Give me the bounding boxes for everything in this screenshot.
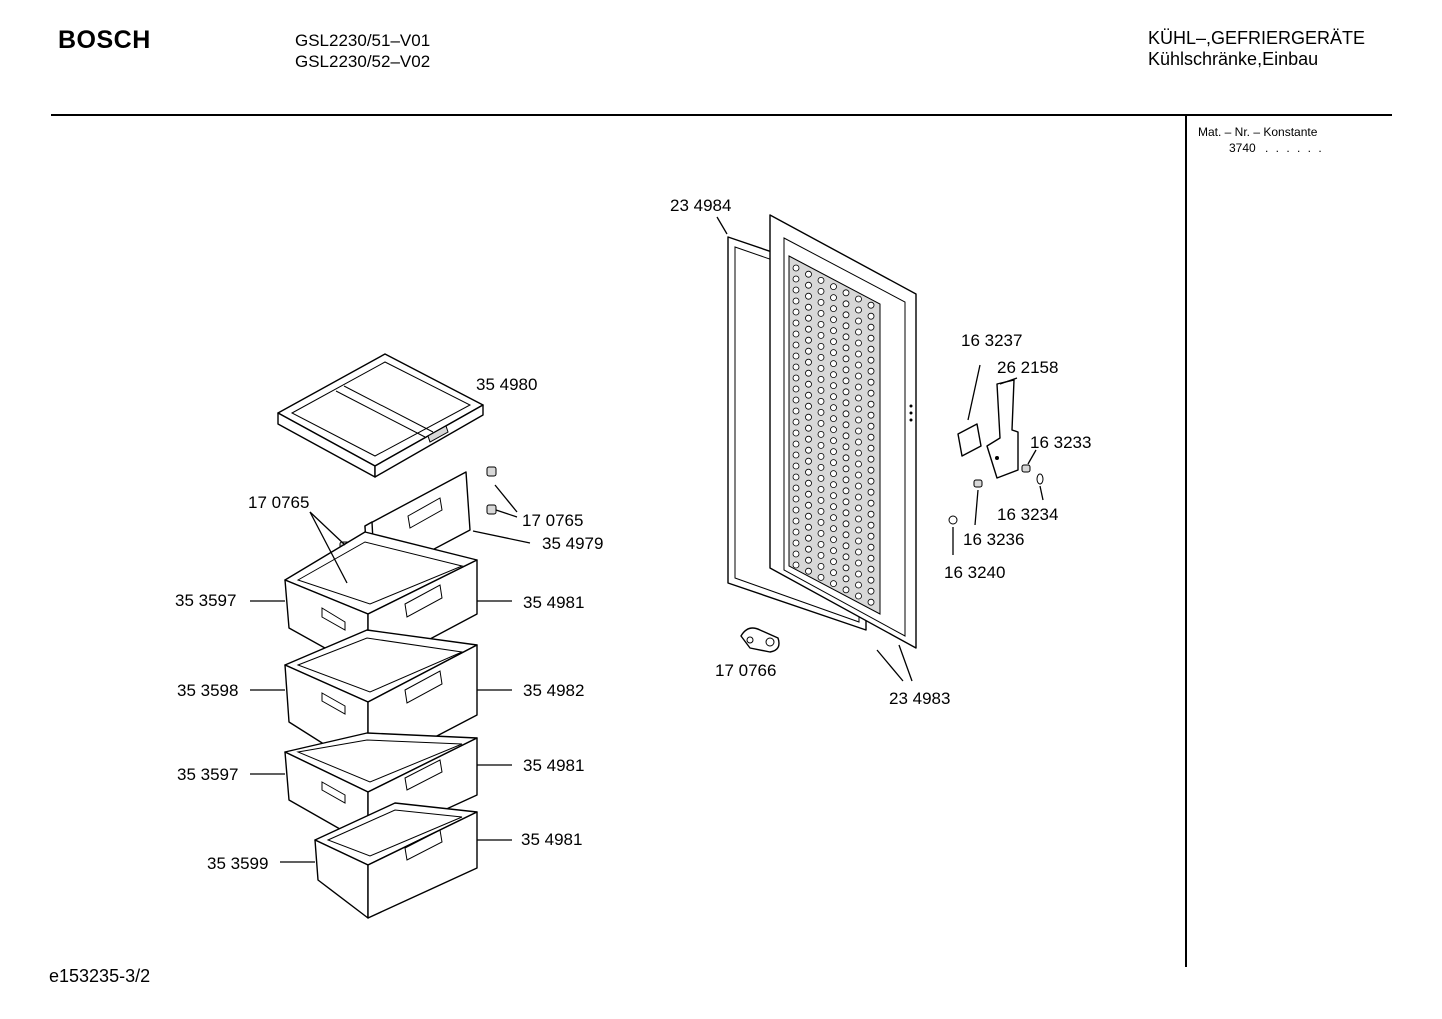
model-number: GSL2230/51–V01 [295,31,431,50]
part-label: 17 0765 [522,511,583,530]
part-label: 35 4981 [521,830,582,849]
part-label: 23 4984 [670,196,731,215]
washer-163234-icon [1036,473,1044,485]
screw-163236-icon [973,479,983,488]
document-id: e153235-3/2 [49,966,151,986]
part-label: 35 4982 [523,681,584,700]
part-label: 35 4981 [523,593,584,612]
part-label: 26 2158 [997,358,1058,377]
door-dot-pattern [792,264,875,606]
part-label: 16 3236 [963,530,1024,549]
mat-nr-value: 3740 [1229,141,1256,155]
part-label: 17 0766 [715,661,776,680]
drawer-bottom [314,802,478,919]
part-label: 35 3599 [207,854,268,873]
part-label: 35 4981 [523,756,584,775]
hinge-assembly [948,379,1044,525]
leader-lines [250,216,1044,863]
model-number: GSL2230/52–V02 [295,52,431,71]
part-label: 35 3598 [177,681,238,700]
part-label: 16 3240 [944,563,1005,582]
category-subtitle: Kühlschränke,Einbau [1148,49,1319,69]
part-label: 35 3597 [175,591,236,610]
part-label: 17 0765 [248,493,309,512]
hinge-part-170766-icon [740,627,780,653]
tray-354980 [277,353,484,478]
part-labels: 35 4980 17 0765 17 0765 35 4979 35 3597 … [175,196,1091,873]
category-title: KÜHL–,GEFRIERGERÄTE [1148,28,1366,48]
header-divider [51,114,1392,116]
part-label: 16 3237 [961,331,1022,350]
door-panel-234983 [769,214,917,649]
part-label: 35 4979 [542,534,603,553]
cap-163240-icon [948,515,958,525]
brand-logo: BOSCH [58,26,151,54]
mat-nr-label: Mat. – Nr. – Konstante [1198,125,1318,139]
model-list: GSL2230/51–V01 GSL2230/52–V02 [295,30,430,72]
category-block: KÜHL–,GEFRIERGERÄTE Kühlschränke,Einbau [1148,28,1365,70]
mat-nr-dots: . . . . . . [1265,141,1324,155]
sidebar-divider [1185,116,1187,967]
screw-163233-icon [1021,464,1031,473]
part-label: 16 3233 [1030,433,1091,452]
part-label: 16 3234 [997,505,1058,524]
part-label: 35 4980 [476,375,537,394]
part-label: 23 4983 [889,689,950,708]
part-label: 35 3597 [177,765,238,784]
